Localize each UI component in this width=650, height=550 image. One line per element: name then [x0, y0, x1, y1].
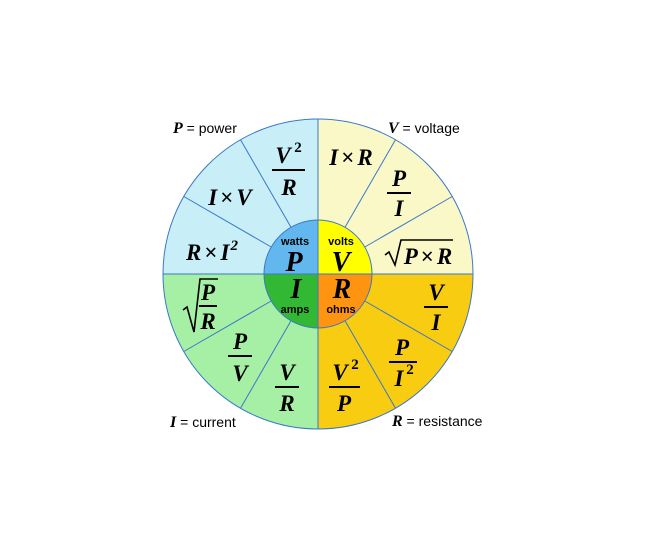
sector-dividers [163, 119, 473, 429]
volts-symbol: V [332, 247, 353, 278]
ohms-unit-label: ohms [326, 304, 355, 316]
ohms-symbol: R [332, 274, 352, 305]
watts-center-quadrant [264, 220, 318, 274]
formula-p-over-i: P I [387, 166, 411, 221]
svg-text:P: P [394, 335, 410, 360]
svg-text:V: V [332, 360, 349, 385]
svg-text:P: P [391, 166, 407, 191]
svg-text:2: 2 [294, 140, 302, 156]
current-quadrant [163, 274, 318, 429]
svg-text:V: V [232, 361, 249, 386]
current-label: I = current [169, 414, 236, 431]
svg-text:V: V [279, 360, 296, 385]
voltage-quadrant [318, 119, 473, 274]
power-label: P = power [172, 120, 237, 137]
svg-text:P: P [232, 329, 248, 354]
amps-symbol: I [290, 274, 303, 305]
formula-r-times-i-squared: R×I2 [185, 238, 238, 265]
formula-sqrt-p-over-r: P R [182, 278, 218, 334]
resistance-label: R = resistance [391, 413, 483, 430]
svg-text:R: R [280, 175, 296, 200]
volts-unit-label: volts [328, 236, 354, 248]
svg-text:R: R [199, 309, 215, 334]
svg-text:P×R: P×R [403, 244, 453, 269]
wheel-border [162, 118, 474, 430]
resistance-quadrant [318, 274, 473, 429]
formula-v-over-r: V R [275, 360, 299, 416]
formula-p-over-i-squared: P I 2 [389, 335, 417, 391]
amps-unit-label: amps [281, 304, 310, 316]
svg-text:2: 2 [406, 362, 414, 378]
volts-center-quadrant [318, 220, 372, 274]
svg-text:I: I [394, 366, 405, 391]
svg-text:V: V [275, 143, 292, 168]
ohms-center-quadrant [318, 274, 372, 328]
svg-text:2: 2 [351, 357, 359, 373]
svg-text:P: P [200, 280, 216, 305]
watts-symbol: P [284, 247, 303, 278]
svg-text:I: I [394, 196, 405, 221]
voltage-label: V = voltage [388, 120, 460, 137]
svg-text:P: P [336, 391, 352, 416]
formula-i-times-r: I×R [328, 145, 372, 170]
formula-p-over-v: P V [228, 329, 252, 386]
formula-v-squared-over-r: V 2 R [272, 140, 305, 200]
svg-text:V: V [428, 280, 445, 305]
formula-v-over-i: V I [424, 280, 448, 335]
power-quadrant [163, 119, 318, 274]
formula-v-squared-over-p: V 2 P [329, 357, 360, 416]
svg-text:I: I [431, 310, 442, 335]
watts-unit-label: watts [280, 236, 309, 248]
formula-i-times-v: I×V [207, 185, 253, 210]
svg-text:R: R [278, 391, 294, 416]
amps-center-quadrant [264, 274, 318, 328]
formula-sqrt-p-times-r: P×R [384, 239, 453, 269]
